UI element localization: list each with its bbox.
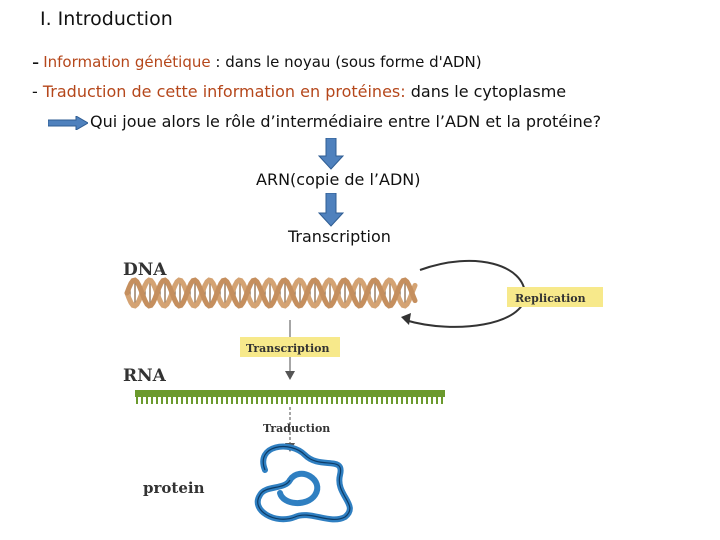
protein-blob-outline <box>257 446 351 520</box>
bullet-translation: - Traduction de cette information en pro… <box>32 82 566 101</box>
right-arrow-icon <box>48 116 88 130</box>
down-arrow-icon <box>318 193 344 227</box>
protein-label: protein <box>143 479 205 497</box>
question-text: Qui joue alors le rôle d’intermédiaire e… <box>90 112 602 131</box>
bullet-lead-text: Traduction de cette information en proté… <box>42 82 406 101</box>
arrowhead-icon <box>285 371 295 380</box>
bullet-lead-text: Information génétique <box>43 53 211 71</box>
translation-label: Traduction <box>263 422 330 435</box>
slide-title: I. Introduction <box>40 8 173 30</box>
arn-label: ARN(copie de l’ADN) <box>256 170 421 189</box>
rna-strand <box>135 390 445 404</box>
transcription-label: Transcription <box>288 227 391 246</box>
protein-blob <box>254 443 353 523</box>
transcription-label-box <box>240 337 340 357</box>
bullet-rest-text: : dans le noyau (sous forme d'ADN) <box>210 53 482 71</box>
rna-label: RNA <box>123 366 167 386</box>
transcription-diagram-label: Transcription <box>246 342 329 355</box>
bullet-genetic-info: -Information génétique : dans le noyau (… <box>32 50 482 74</box>
replication-label: Replication <box>515 292 586 305</box>
dna-label: DNA <box>123 260 167 280</box>
bullet-dash: - <box>32 50 40 74</box>
replication-label-box <box>507 287 603 307</box>
bullet-dash: - <box>32 82 43 101</box>
down-arrow-icon <box>318 138 344 170</box>
central-dogma-diagram: DNA Replication Transcription RNA Traduc… <box>123 259 603 523</box>
dna-helix <box>124 277 418 309</box>
bullet-rest-text: dans le cytoplasme <box>405 82 567 101</box>
arrowhead-icon <box>401 313 411 325</box>
